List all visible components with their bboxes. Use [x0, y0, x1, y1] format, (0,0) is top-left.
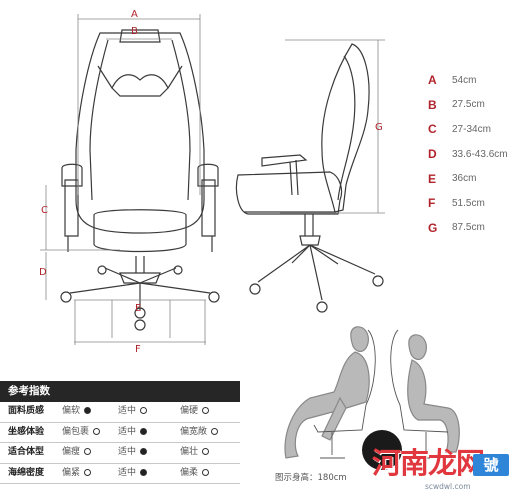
dimension-letter: C: [428, 122, 437, 137]
sitting-figure-left: [284, 326, 370, 459]
dimension-value: 54cm: [452, 74, 477, 86]
reference-category: 坐感体验: [8, 426, 45, 437]
filled-dot-icon: [84, 407, 92, 414]
reference-option-label: 偏壮: [180, 447, 199, 457]
reference-option: 偏硬: [180, 402, 210, 422]
reference-option: 偏软: [62, 402, 92, 422]
reference-option-label: 偏包裹: [62, 426, 90, 437]
watermark-url: scwdwl.com: [425, 482, 471, 491]
reference-row: 海绵密度 偏紧 适中 偏柔: [0, 464, 240, 484]
reference-option-label: 偏宽敞: [180, 426, 208, 437]
dimension-value: 27-34cm: [452, 123, 491, 135]
reference-option-label: 适中: [118, 467, 137, 478]
reference-option: 偏瘦: [62, 443, 92, 463]
reference-category: 面料质感: [8, 406, 45, 416]
label-b: B: [131, 26, 138, 37]
reference-option: 偏柔: [180, 464, 210, 484]
dimension-row-d: D 33.6-43.6cm: [428, 142, 512, 167]
sitting-figure-right: [407, 334, 460, 453]
dimension-lines: [40, 14, 385, 345]
reference-option-label: 适中: [118, 447, 137, 457]
label-f: F: [135, 344, 141, 355]
dimension-row-c: C 27-34cm: [428, 117, 512, 142]
reference-option-label: 偏瘦: [62, 447, 81, 457]
dimension-letter: A: [428, 73, 437, 88]
dimension-value: 51.5cm: [452, 197, 485, 209]
dimension-value: 36cm: [452, 173, 477, 185]
empty-dot-icon: [211, 427, 219, 435]
dimension-letter: G: [428, 220, 438, 235]
empty-dot-icon: [202, 407, 210, 414]
empty-dot-icon: [84, 448, 92, 455]
silhouette-chair-outlines: [313, 329, 449, 459]
dimension-row-f: F 51.5cm: [428, 191, 512, 216]
label-g: G: [375, 122, 383, 133]
dimension-value: 87.5cm: [452, 222, 485, 234]
watermark-text: 河南龙网: [372, 446, 485, 480]
reference-option-label: 偏硬: [180, 406, 199, 416]
dimension-letter: E: [428, 171, 437, 186]
watermark-logo-icon: [362, 430, 402, 470]
figure-height-note: 图示身高：180cm: [275, 473, 347, 483]
label-d: D: [39, 267, 47, 278]
reference-row: 坐感体验 偏包裹 适中 偏宽敞: [0, 423, 240, 443]
dimension-letter: B: [428, 97, 437, 112]
label-a: A: [131, 9, 138, 20]
reference-option: 适中: [118, 402, 148, 422]
dimension-row-g: G 87.5cm: [428, 216, 512, 241]
side-view-chair: [235, 43, 384, 313]
reference-option-label: 适中: [118, 426, 137, 437]
empty-dot-icon: [93, 427, 101, 435]
watermark-tag: 號: [473, 454, 509, 476]
empty-dot-icon: [140, 407, 148, 414]
filled-dot-icon: [140, 468, 148, 476]
reference-index-title: 参考指数: [0, 381, 240, 402]
dimension-letter: D: [428, 147, 437, 162]
label-e: E: [135, 303, 142, 314]
empty-dot-icon: [202, 468, 210, 476]
reference-option: 适中: [118, 423, 148, 443]
reference-option: 偏紧: [62, 464, 92, 484]
reference-option: 偏包裹: [62, 423, 101, 443]
empty-dot-icon: [84, 468, 92, 476]
dimension-legend: A 54cm B 27.5cm C 27-34cm D 33.6-43.6cm …: [428, 68, 512, 240]
reference-category: 适合体型: [8, 447, 45, 457]
reference-index-panel: 参考指数 面料质感 偏软 适中 偏硬 坐感体验 偏包裹 适中 偏宽敞 适合体型 …: [0, 381, 240, 484]
reference-option: 偏壮: [180, 443, 210, 463]
dimension-row-e: E 36cm: [428, 166, 512, 191]
reference-option: 适中: [118, 443, 148, 463]
reference-option-label: 偏柔: [180, 467, 199, 478]
reference-option: 适中: [118, 464, 148, 484]
front-view-chair: [60, 29, 220, 331]
dimension-value: 33.6-43.6cm: [452, 148, 508, 160]
dimension-row-a: A 54cm: [428, 68, 512, 93]
filled-dot-icon: [140, 448, 148, 455]
reference-row: 面料质感 偏软 适中 偏硬: [0, 402, 240, 423]
dimension-letter: F: [428, 196, 436, 211]
reference-option: 偏宽敞: [180, 423, 219, 443]
reference-option-label: 适中: [118, 406, 137, 416]
dimension-value: 27.5cm: [452, 99, 485, 111]
empty-dot-icon: [202, 448, 210, 455]
reference-row: 适合体型 偏瘦 适中 偏壮: [0, 443, 240, 464]
reference-option-label: 偏软: [62, 406, 81, 416]
reference-category: 海绵密度: [8, 467, 45, 478]
label-c: C: [41, 205, 48, 216]
reference-option-label: 偏紧: [62, 467, 81, 478]
dimension-row-b: B 27.5cm: [428, 93, 512, 118]
filled-dot-icon: [140, 427, 148, 435]
